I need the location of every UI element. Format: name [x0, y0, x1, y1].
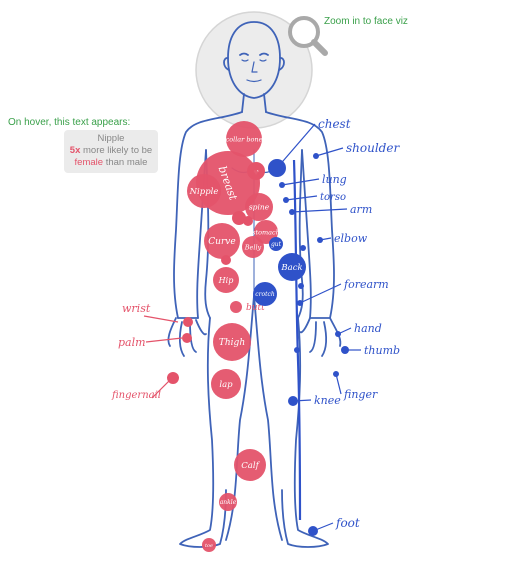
bubble-ankle-label: ankle	[220, 499, 237, 506]
bubble-hip-label: Hip	[218, 276, 234, 285]
bubble-collarbone[interactable]	[226, 121, 262, 157]
bubble-lap-label: lap	[219, 380, 233, 390]
tooltip-ratio-text: more likely to be	[80, 145, 153, 156]
label-lung[interactable]: lung	[322, 173, 347, 186]
label-chest[interactable]: chest	[318, 117, 351, 131]
label-shoulder[interactable]: shoulder	[346, 141, 400, 155]
female-connector	[145, 337, 183, 343]
label-torso[interactable]: torso	[320, 192, 346, 203]
bubble-calf-label: Calf	[241, 461, 260, 471]
label-wrist[interactable]: wrist	[122, 302, 151, 315]
bubble-belly[interactable]	[242, 236, 264, 258]
bubble-thigh[interactable]	[213, 323, 251, 361]
bubble-toe-label: toe	[205, 543, 213, 549]
tooltip-ratio: 5x more likely to be	[66, 145, 156, 157]
tooltip-gender-text: than male	[103, 157, 148, 168]
bubble-butt-label: butt	[246, 303, 265, 313]
bubble-ankle[interactable]	[219, 493, 237, 511]
hover-tooltip: Nipple 5x more likely to be female than …	[64, 130, 158, 173]
male-dot[interactable]	[298, 283, 304, 289]
bubble-calf[interactable]	[234, 449, 266, 481]
male-connector	[319, 237, 332, 241]
bubble-crotch-label: crotch	[255, 291, 275, 298]
bubble-stomach-label: stomach	[252, 228, 280, 236]
tooltip-term: Nipple	[97, 133, 125, 144]
bubble-spine[interactable]	[245, 193, 273, 221]
label-arm[interactable]: arm	[350, 203, 372, 216]
label-finger[interactable]: finger	[343, 388, 378, 401]
male-connector	[315, 147, 344, 157]
female-dot[interactable]	[183, 317, 193, 327]
label-palm[interactable]: palm	[118, 336, 146, 349]
bubble-back[interactable]	[278, 253, 306, 281]
female-connector	[151, 379, 171, 399]
label-forearm[interactable]: forearm	[343, 278, 389, 291]
male-connector	[281, 178, 320, 186]
male-dot[interactable]	[300, 245, 306, 251]
zoom-link[interactable]: Zoom in to face viz	[324, 16, 408, 27]
label-elbow[interactable]: elbow	[334, 232, 368, 245]
male-connector	[337, 327, 352, 335]
bubble-curve-label: Curve	[208, 237, 235, 247]
bubble-butt[interactable]	[230, 301, 242, 313]
bubble-thigh-label: Thigh	[219, 338, 245, 348]
label-knee[interactable]: knee	[314, 394, 341, 407]
label-thumb[interactable]: thumb	[364, 344, 400, 357]
bubble-nipple[interactable]	[187, 174, 221, 208]
female-dot[interactable]	[243, 216, 253, 226]
male-guide-line	[292, 159, 302, 521]
bubble-lap[interactable]	[211, 369, 241, 399]
hover-note: On hover, this text appears:	[8, 117, 131, 128]
male-connector	[312, 522, 334, 532]
bubble-curve[interactable]	[204, 223, 240, 259]
female-dot[interactable]	[232, 211, 246, 225]
male-connector	[291, 208, 348, 213]
male-connector	[292, 399, 312, 402]
female-connector	[143, 315, 179, 323]
male-connector	[276, 123, 316, 169]
male-connector	[335, 373, 342, 395]
male-connector	[299, 283, 342, 304]
bubble-back-label: Back	[280, 263, 302, 273]
bubble-crotch[interactable]	[253, 282, 277, 306]
female-dot[interactable]	[182, 333, 192, 343]
tooltip-ratio-num: 5x	[69, 145, 81, 156]
bubble-stomach[interactable]	[254, 220, 278, 244]
magnifier-icon[interactable]	[288, 16, 328, 56]
bubble-toe[interactable]	[202, 538, 216, 552]
bubble-nipple-label: Nipple	[189, 187, 219, 197]
bubble-spine-label: spine	[249, 203, 270, 212]
bubble-collarbone-label: collar bone	[226, 135, 263, 143]
male-dot[interactable]	[294, 347, 300, 353]
tooltip-gender: female than male	[66, 157, 156, 169]
bubble-hip[interactable]	[213, 267, 239, 293]
label-foot[interactable]: foot	[335, 516, 360, 530]
label-hand[interactable]: hand	[354, 322, 382, 335]
label-fingernail[interactable]: fingernail	[111, 390, 161, 401]
bubble-gut-label: gut	[271, 241, 282, 248]
bubble-belly-label: Belly	[244, 243, 262, 251]
bubble-gut[interactable]	[269, 237, 283, 251]
female-dot[interactable]	[167, 372, 179, 384]
male-connector	[285, 195, 318, 201]
tooltip-gender-word: female	[74, 157, 104, 168]
